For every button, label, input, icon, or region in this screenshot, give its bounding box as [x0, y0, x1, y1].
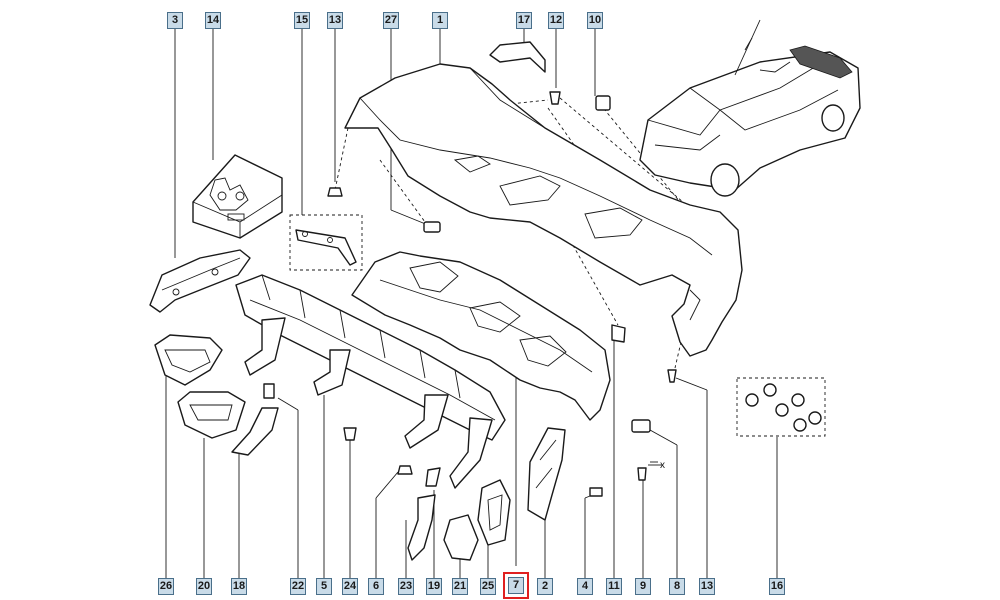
clip-kit-box — [192, 154, 283, 239]
callout-16[interactable]: 16 — [769, 578, 785, 595]
top-cover-piece — [489, 41, 546, 73]
callout-19[interactable]: 19 — [426, 578, 442, 595]
side-bracket-left — [149, 249, 251, 313]
lower-side-brackets — [407, 467, 511, 561]
callout-7-selected[interactable]: 7 — [503, 572, 529, 599]
clip-set — [745, 383, 822, 432]
absorber-beam — [235, 274, 506, 489]
bumper-cover — [344, 63, 743, 357]
callout-17[interactable]: 17 — [516, 12, 532, 29]
callout-13-top[interactable]: 13 — [327, 12, 343, 29]
mounting-strip — [295, 229, 357, 266]
callout-10[interactable]: 10 — [587, 12, 603, 29]
callout-9[interactable]: 9 — [635, 578, 651, 595]
callout-15[interactable]: 15 — [294, 12, 310, 29]
callout-24[interactable]: 24 — [342, 578, 358, 595]
callout-12[interactable]: 12 — [548, 12, 564, 29]
callout-25[interactable]: 25 — [480, 578, 496, 595]
callout-22[interactable]: 22 — [290, 578, 306, 595]
side-bracket-right — [527, 427, 566, 521]
callout-26[interactable]: 26 — [158, 578, 174, 595]
callout-1[interactable]: 1 — [432, 12, 448, 29]
lower-diffuser — [351, 251, 611, 421]
callout-14[interactable]: 14 — [205, 12, 221, 29]
vehicle-illustration — [639, 19, 861, 197]
callout-3[interactable]: 3 — [167, 12, 183, 29]
lamp-housings — [154, 334, 279, 456]
callout-13-bottom[interactable]: 13 — [699, 578, 715, 595]
callout-4[interactable]: 4 — [577, 578, 593, 595]
callout-5[interactable]: 5 — [316, 578, 332, 595]
callout-11[interactable]: 11 — [606, 578, 622, 595]
fasteners — [263, 91, 677, 497]
callout-8[interactable]: 8 — [669, 578, 685, 595]
callout-23[interactable]: 23 — [398, 578, 414, 595]
callout-27[interactable]: 27 — [383, 12, 399, 29]
callout-21[interactable]: 21 — [452, 578, 468, 595]
callout-20[interactable]: 20 — [196, 578, 212, 595]
callout-18[interactable]: 18 — [231, 578, 247, 595]
dimension-mark-x: x — [660, 460, 665, 471]
callout-2[interactable]: 2 — [537, 578, 553, 595]
callout-6[interactable]: 6 — [368, 578, 384, 595]
